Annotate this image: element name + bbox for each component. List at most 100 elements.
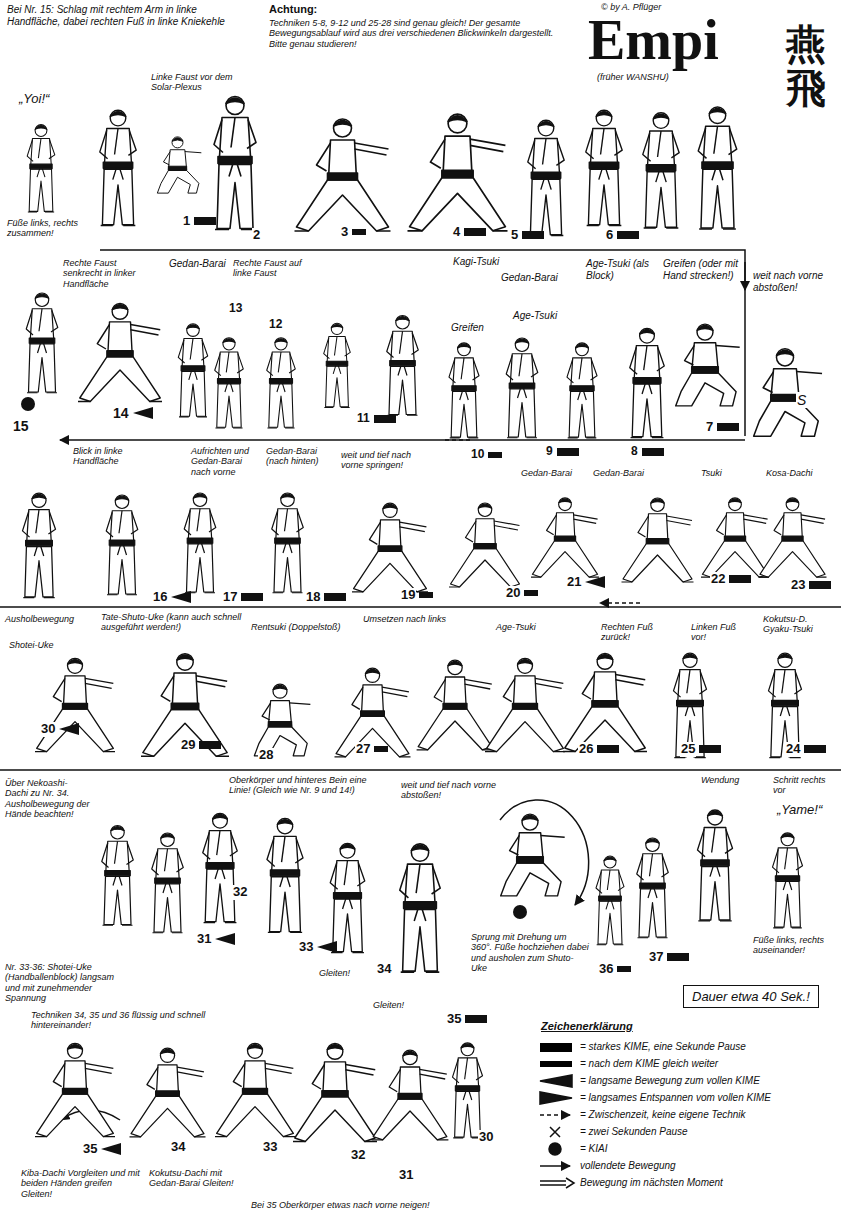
karateka-figure	[335, 668, 411, 757]
karateka-figure	[272, 493, 304, 593]
karateka-figure	[130, 1048, 206, 1137]
callout-number: 32	[350, 1148, 366, 1163]
note-text: Über Nekoashi-Dachi zu Nr. 34. Ausholbew…	[4, 778, 91, 819]
box-text: Dauer etwa 40 Sek.!	[692, 989, 810, 1004]
dashed-arrow	[600, 602, 640, 604]
note-text: Umsetzen nach links	[362, 614, 447, 624]
note-text: Tsuki	[700, 468, 723, 478]
kime-marker	[199, 741, 221, 749]
row-line	[60, 439, 745, 441]
note-text: Wendung	[700, 775, 740, 785]
legend-swatch	[540, 1043, 572, 1052]
karateka-figure	[586, 110, 622, 225]
callout-number: 15	[12, 418, 30, 434]
note-text: Kagi-Tsuki	[452, 256, 500, 268]
note-text: Oberkörper und hinteres Bein eine Linie!…	[228, 775, 370, 796]
legend-text: = langsames Entspannen vom vollen KIME	[580, 1091, 771, 1105]
callout-number: 4	[452, 225, 461, 240]
next-arrow-head	[566, 1178, 574, 1188]
kime-marker	[317, 941, 337, 953]
karateka-figure	[152, 833, 184, 933]
note-text: weit nach vorne abstoßen!	[752, 270, 834, 293]
kime-marker	[524, 590, 538, 596]
callout-number: 16	[152, 590, 168, 605]
karateka-figure	[203, 813, 238, 922]
karateka-figure	[453, 1043, 483, 1138]
karateka-figure	[528, 120, 564, 235]
callout-number: Achtung:	[268, 3, 318, 16]
note-text: Age-Tsuki (als Block)	[585, 258, 662, 281]
kime-marker	[597, 745, 619, 753]
callout-number: 33	[262, 1140, 278, 1155]
figures	[23, 97, 827, 1142]
callout-number: 27	[355, 742, 371, 757]
note-text: Blick in linke Handfläche	[72, 446, 164, 467]
note-text: Greifen	[450, 322, 485, 334]
note-text: Linke Faust vor dem Solar-Plexus	[150, 72, 247, 93]
note-text: Bei 35 Oberkörper etwas nach vorne neige…	[250, 1200, 512, 1210]
kime-marker	[557, 448, 579, 456]
callout-number: 37	[648, 950, 664, 965]
karateka-figure	[408, 114, 508, 231]
legend-text: = starkes KIME, eine Sekunde Pause	[580, 1040, 746, 1054]
callout-number: 14	[112, 405, 130, 421]
duration-box: Dauer etwa 40 Sek.!	[683, 985, 819, 1008]
note-text: Gedan-Barai (nach hinten)	[265, 446, 337, 467]
callout-number: 24	[785, 742, 801, 757]
legend-heading: Zeichenerklärung	[540, 1020, 634, 1033]
dashed-arrow	[445, 439, 470, 441]
callout-number: 29	[180, 738, 196, 753]
row-lines	[0, 250, 841, 1120]
karateka-figure	[773, 833, 803, 928]
kime-marker	[352, 229, 366, 235]
karateka-figure	[324, 323, 351, 407]
karateka-figure	[267, 818, 303, 932]
callout-number: 23	[790, 578, 806, 593]
karateka-figure	[35, 658, 115, 751]
note-text: Gedan-Barai	[168, 258, 227, 270]
karateka-figure	[769, 653, 802, 758]
callout-number: 8	[630, 445, 639, 459]
karateka-figure	[759, 498, 827, 577]
callout-number: 17	[222, 590, 238, 605]
callout-number: 13	[228, 302, 243, 316]
callout-number: 34	[170, 1140, 186, 1155]
kime-marker	[717, 423, 739, 431]
karateka-figure	[676, 324, 740, 406]
kime-marker	[374, 746, 388, 752]
karateka-figure	[387, 316, 419, 416]
karateka-figure	[27, 125, 55, 212]
callout-number: 5	[510, 228, 519, 243]
callout-number: 34	[376, 962, 392, 977]
callout-number: 18	[305, 590, 321, 605]
karateka-figure	[35, 1043, 115, 1136]
kime-marker	[194, 217, 216, 225]
karateka-figure	[106, 495, 138, 595]
karateka-figure	[141, 654, 229, 757]
karateka-figure	[417, 660, 494, 750]
note-text: Nr. 33-36: Shotei-Uke (Handballenblock) …	[4, 962, 118, 1003]
callout-number: 19	[400, 588, 416, 603]
callout-number: 28	[258, 748, 274, 763]
note-text: Techniken 5-8, 9-12 und 25-28 sind genau…	[268, 18, 570, 49]
karateka-figure	[754, 349, 822, 436]
legend-text: Bewegung im nächsten Moment	[580, 1176, 723, 1190]
karateka-figure	[485, 658, 565, 751]
legend-swatch	[540, 1061, 572, 1067]
callout-number: 30	[40, 722, 56, 737]
note-text: Rechte Faust senkrecht in linker Handflä…	[62, 258, 159, 289]
note-text: S	[796, 392, 807, 408]
note-text: Sprung mit Drehung um 360°. Füße hochzie…	[470, 932, 590, 973]
karateka-figure	[23, 493, 56, 598]
karateka-figure	[295, 119, 391, 231]
karateka-figure	[400, 844, 441, 972]
callout-number: 3	[340, 225, 349, 240]
kime-marker	[133, 407, 153, 419]
note-text: weit und tief nach vorne abstoßen!	[400, 780, 517, 801]
karateka-figure	[215, 338, 244, 428]
karateka-figure	[643, 113, 679, 228]
karateka-figure	[506, 338, 538, 438]
callout-number: 31	[196, 932, 212, 947]
kime-marker	[215, 933, 235, 945]
note-text: Greifen (oder mit Hand strecken!)	[662, 258, 742, 281]
